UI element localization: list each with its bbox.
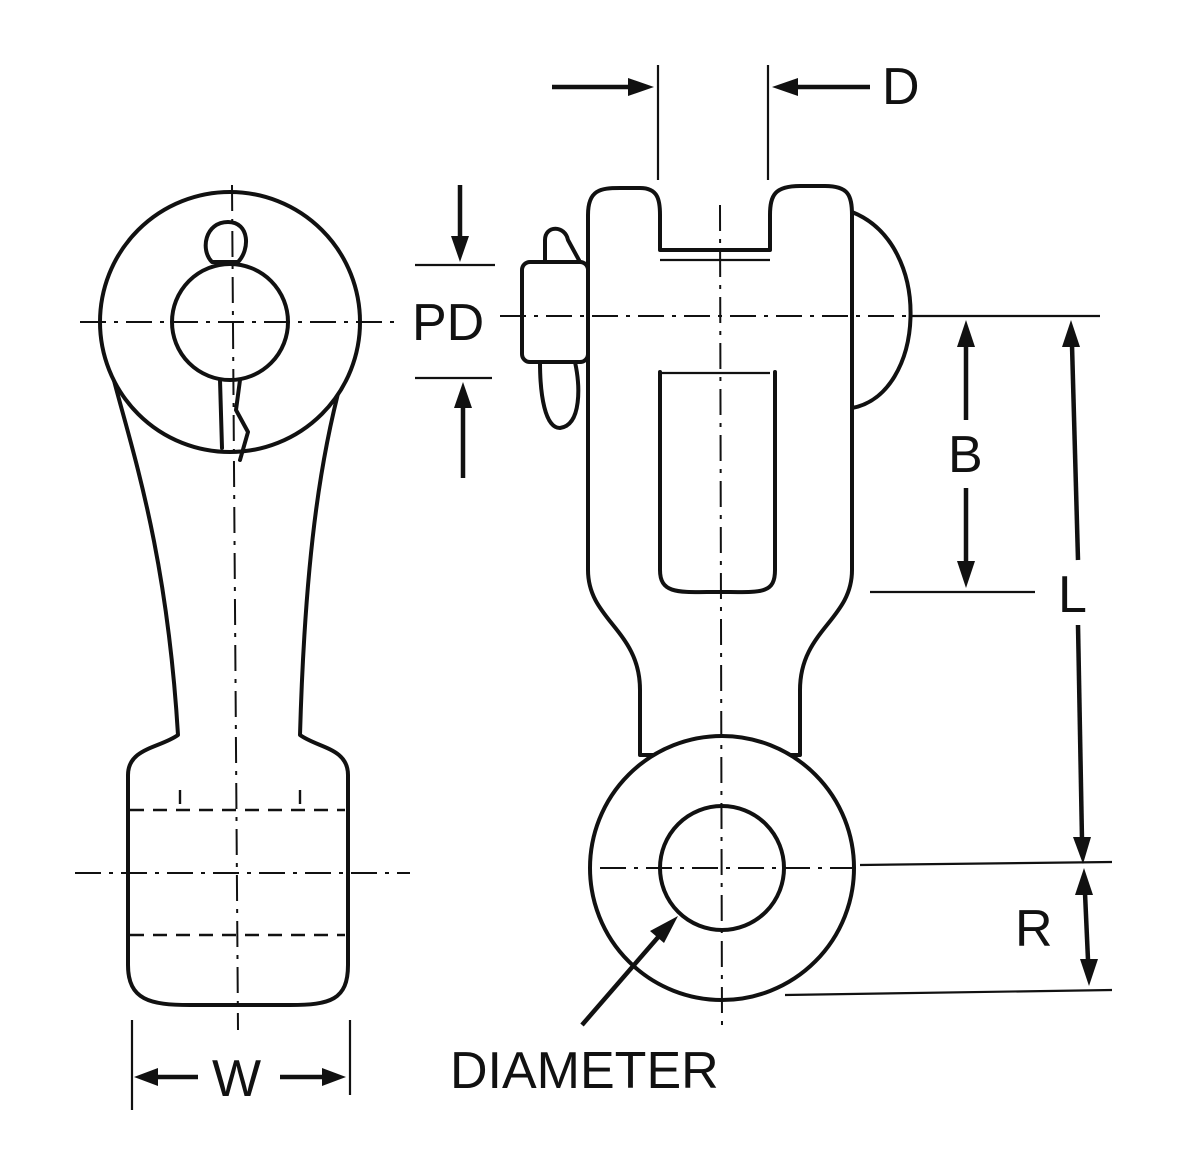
pin-head-dome bbox=[850, 210, 913, 410]
left-view-outline bbox=[101, 333, 357, 1007]
left-vertical-centerline bbox=[231, 184, 239, 1031]
pd-label: PD bbox=[412, 294, 484, 352]
b-dimension: B bbox=[870, 320, 1035, 594]
left-side-view bbox=[75, 184, 410, 1031]
d-dimension: D bbox=[552, 58, 920, 180]
b-label: B bbox=[948, 426, 983, 484]
cotter-pin-legs bbox=[218, 378, 250, 462]
diameter-callout: DIAMETER bbox=[450, 916, 719, 1100]
r-dimension: R bbox=[784, 860, 1113, 997]
pd-dimension: PD bbox=[412, 185, 495, 478]
diameter-label: DIAMETER bbox=[450, 1042, 719, 1100]
cotter-pin-bottom bbox=[538, 360, 581, 430]
l-label: L bbox=[1058, 566, 1087, 624]
w-label: W bbox=[212, 1050, 261, 1108]
d-label: D bbox=[882, 58, 920, 116]
clevis-slot bbox=[658, 370, 777, 595]
r-label: R bbox=[1015, 900, 1053, 958]
w-dimension: W bbox=[130, 1020, 352, 1110]
cotter-pin-top bbox=[543, 226, 582, 264]
cotter-pin-loop bbox=[203, 220, 249, 264]
right-front-view bbox=[500, 184, 930, 1031]
l-dimension: L bbox=[910, 314, 1100, 864]
pin-nut bbox=[520, 260, 590, 364]
